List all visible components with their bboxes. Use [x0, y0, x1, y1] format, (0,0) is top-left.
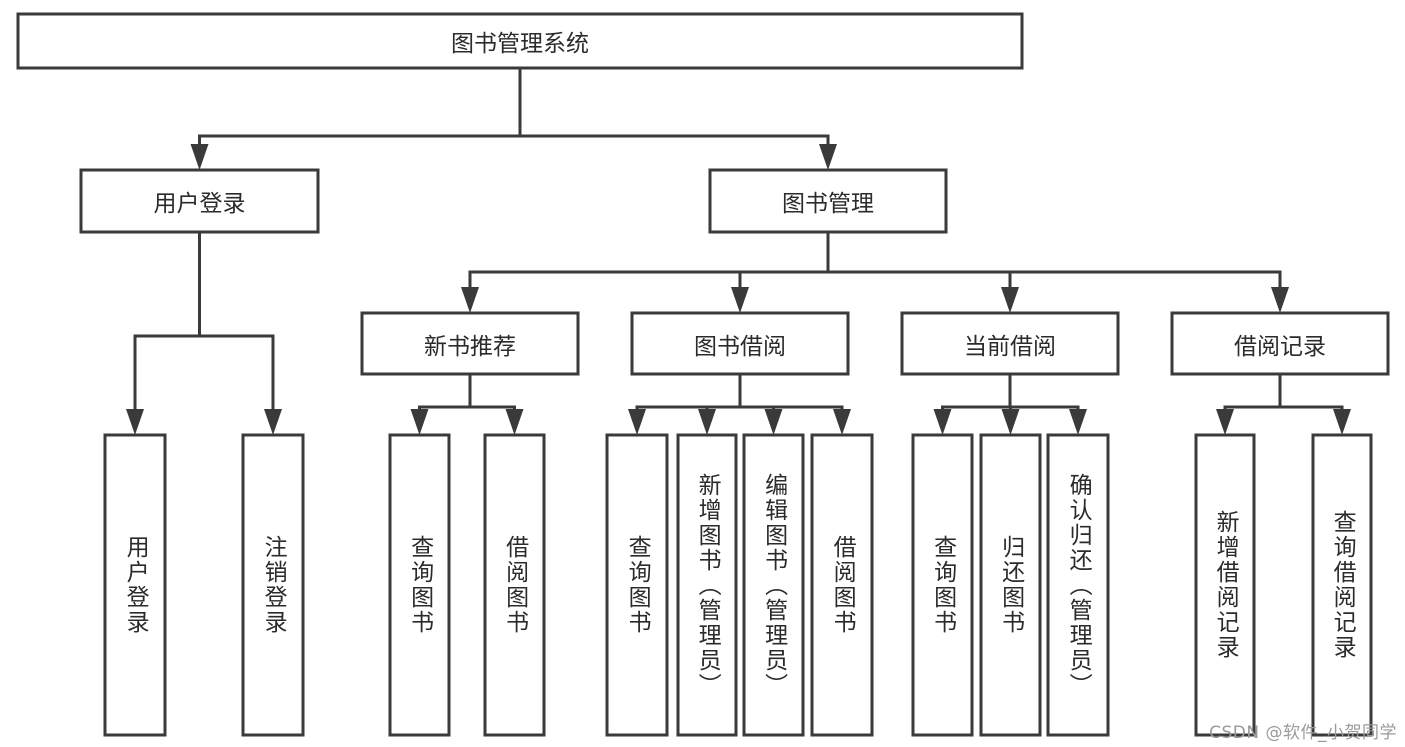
- node-box-leaf-user-login[interactable]: [103, 433, 167, 737]
- node-box-leaf-edit-book-admin[interactable]: [742, 433, 805, 737]
- node-leaf-edit-book-admin[interactable]: [742, 433, 805, 737]
- node-box-leaf-query-book-rec[interactable]: [388, 433, 451, 737]
- node-leaf-logout-login[interactable]: [241, 433, 305, 737]
- node-leaf-confirm-return-admin[interactable]: [1046, 433, 1110, 737]
- node-box-leaf-logout-login[interactable]: [241, 433, 305, 737]
- node-leaf-query-book-rec[interactable]: [388, 433, 451, 737]
- node-box-leaf-add-book-admin[interactable]: [676, 433, 738, 737]
- node-book-borrow[interactable]: [630, 311, 850, 376]
- node-box-leaf-add-borrow-record[interactable]: [1194, 433, 1256, 737]
- node-box-borrow-record[interactable]: [1170, 311, 1390, 376]
- node-leaf-borrow-book-rec[interactable]: [483, 433, 546, 737]
- node-box-leaf-query-book-borrow[interactable]: [605, 433, 669, 737]
- watermark-text: CSDN @软件_小贺同学: [1209, 723, 1397, 743]
- node-leaf-query-borrow-record[interactable]: [1311, 433, 1373, 737]
- node-user-login[interactable]: [79, 168, 320, 234]
- node-book-manage[interactable]: [708, 168, 948, 234]
- node-leaf-borrow-book[interactable]: [810, 433, 874, 737]
- node-leaf-query-book-borrow[interactable]: [605, 433, 669, 737]
- node-new-book-recommend[interactable]: [360, 311, 580, 376]
- node-leaf-add-book-admin[interactable]: [676, 433, 738, 737]
- node-root[interactable]: [16, 12, 1024, 70]
- node-box-leaf-return-book[interactable]: [979, 433, 1042, 737]
- node-leaf-return-book[interactable]: [979, 433, 1042, 737]
- node-borrow-record[interactable]: [1170, 311, 1390, 376]
- node-box-leaf-borrow-book[interactable]: [810, 433, 874, 737]
- node-box-book-borrow[interactable]: [630, 311, 850, 376]
- node-box-leaf-query-book-cur[interactable]: [911, 433, 974, 737]
- node-box-current-borrow[interactable]: [900, 311, 1120, 376]
- node-box-new-book-recommend[interactable]: [360, 311, 580, 376]
- node-box-book-manage[interactable]: [708, 168, 948, 234]
- node-box-leaf-query-borrow-record[interactable]: [1311, 433, 1373, 737]
- node-leaf-add-borrow-record[interactable]: [1194, 433, 1256, 737]
- node-leaf-user-login[interactable]: [103, 433, 167, 737]
- node-box-leaf-borrow-book-rec[interactable]: [483, 433, 546, 737]
- node-box-leaf-confirm-return-admin[interactable]: [1046, 433, 1110, 737]
- node-box-user-login[interactable]: [79, 168, 320, 234]
- node-box-root[interactable]: [16, 12, 1024, 70]
- node-current-borrow[interactable]: [900, 311, 1120, 376]
- node-leaf-query-book-cur[interactable]: [911, 433, 974, 737]
